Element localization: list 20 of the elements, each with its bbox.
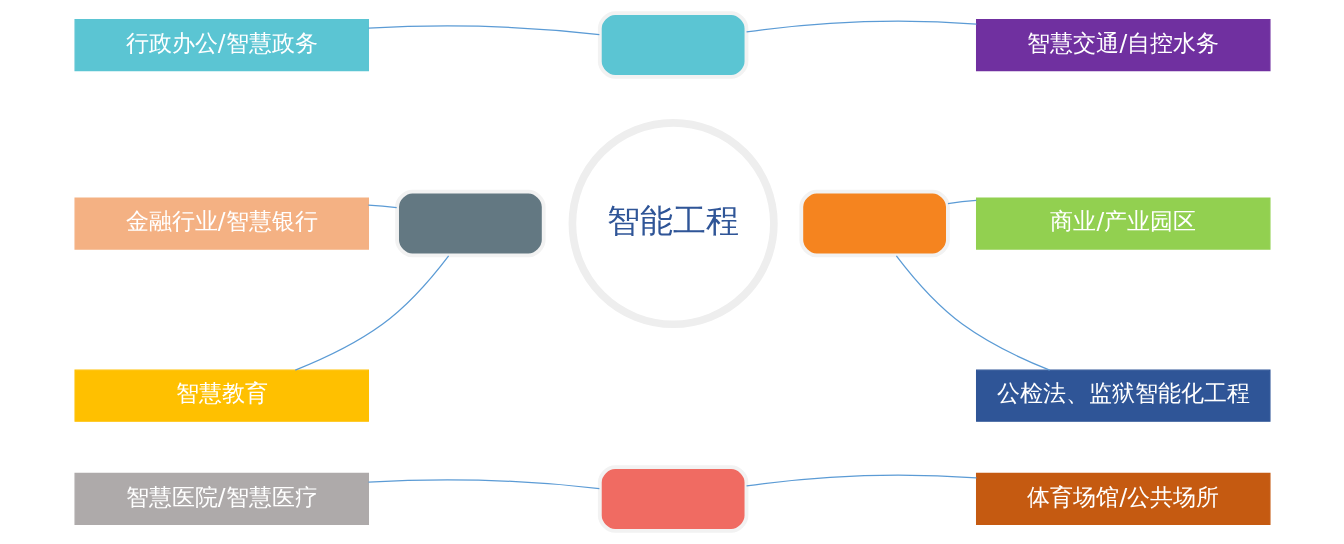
connector: [895, 255, 1050, 371]
connector: [294, 255, 449, 371]
node-box: 智慧教育: [73, 369, 369, 422]
connector: [745, 20, 977, 33]
node-segment: [798, 189, 950, 258]
node-box: 公检法、监狱智能化工程: [975, 369, 1271, 422]
node-box: 智慧医院/智慧医疗: [73, 472, 369, 526]
node-box: 体育场馆/公共场所: [975, 472, 1271, 526]
node-box: 智慧交通/自控水务: [975, 18, 1271, 72]
connector: [367, 204, 397, 209]
connector: [946, 199, 977, 205]
connector: [367, 25, 600, 36]
connector: [745, 474, 977, 487]
node-segment: [597, 465, 748, 533]
node-segment: [597, 11, 748, 79]
node-segment: [394, 189, 546, 258]
connector: [367, 479, 600, 490]
node-box: 金融行业/智慧银行: [73, 197, 369, 250]
node-box: 行政办公/智慧政务: [73, 18, 369, 72]
node-box: 商业/产业园区: [975, 197, 1271, 250]
